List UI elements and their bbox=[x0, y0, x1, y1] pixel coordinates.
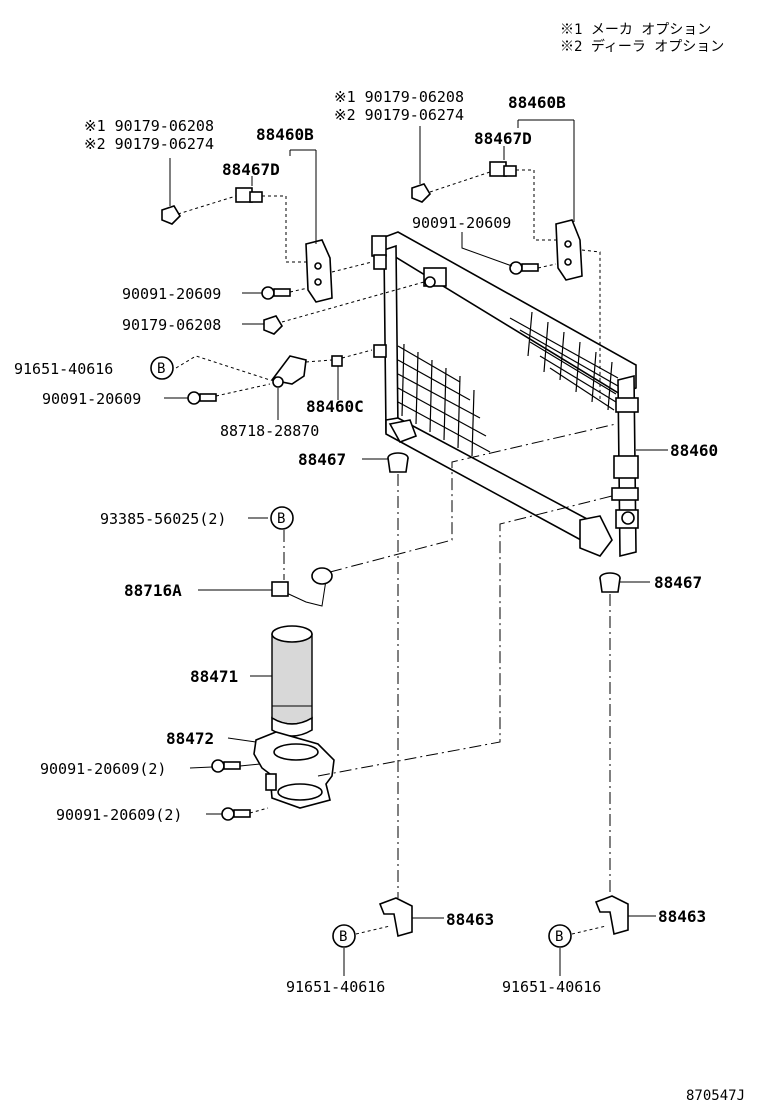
label-top-88467d: 88467D bbox=[474, 129, 532, 148]
circle-b-icon: B bbox=[150, 356, 174, 380]
label-top-opt2: ※2 90179-06274 bbox=[334, 106, 464, 124]
nut-option-top[interactable] bbox=[411, 183, 432, 203]
label-88460c: 88460C bbox=[306, 397, 364, 416]
condenser-fins-top bbox=[509, 311, 619, 411]
bolt-90091-left[interactable] bbox=[261, 286, 291, 300]
pipe-88718-28870[interactable] bbox=[270, 355, 343, 388]
label-88718: 88718-28870 bbox=[220, 422, 319, 440]
condenser-88460[interactable] bbox=[371, 231, 639, 558]
bolt-90091-lower-left[interactable] bbox=[187, 391, 217, 405]
label-left-nut: 90179-06208 bbox=[122, 316, 221, 334]
label-left-bolt2: 90091-20609 bbox=[42, 390, 141, 408]
rubber-88467d-top[interactable] bbox=[489, 161, 517, 177]
label-bolt4: 90091-20609(2) bbox=[56, 806, 182, 824]
label-91651-bottom-right: 91651-40616 bbox=[502, 978, 601, 996]
figure-id: 870547J bbox=[686, 1088, 745, 1104]
leader-lines bbox=[164, 119, 668, 976]
cushion-88467-left[interactable] bbox=[387, 452, 409, 473]
label-top-opt1: ※1 90179-06208 bbox=[334, 88, 464, 106]
label-bolt3: 90091-20609(2) bbox=[40, 760, 166, 778]
receiver-88471[interactable] bbox=[271, 625, 313, 737]
note-maker-option: ※1 メーカ オプション bbox=[560, 22, 711, 38]
label-left-opt2: ※2 90179-06274 bbox=[84, 135, 214, 153]
label-88716a: 88716A bbox=[124, 581, 182, 600]
label-88467-left: 88467 bbox=[298, 450, 346, 469]
bolt-90091-bottom[interactable] bbox=[221, 807, 251, 821]
nut-option-left[interactable] bbox=[161, 205, 182, 225]
svg-text:B: B bbox=[339, 929, 347, 945]
label-88472: 88472 bbox=[166, 729, 214, 748]
bracket-88472[interactable] bbox=[253, 731, 335, 809]
label-left-91651: 91651-40616 bbox=[14, 360, 113, 378]
bracket-88463-right[interactable] bbox=[594, 895, 629, 936]
label-88467-right: 88467 bbox=[654, 573, 702, 592]
bracket-88460b-left[interactable] bbox=[305, 239, 333, 303]
bolt-90091-mid[interactable] bbox=[211, 759, 241, 773]
label-93385: 93385-56025(2) bbox=[100, 510, 226, 528]
circle-b-icon: B bbox=[270, 506, 294, 530]
label-left-bolt: 90091-20609 bbox=[122, 285, 221, 303]
circle-b-icon: B bbox=[332, 924, 356, 948]
svg-text:B: B bbox=[157, 361, 165, 377]
label-88463-left: 88463 bbox=[446, 910, 494, 929]
bracket-88463-left[interactable] bbox=[378, 897, 413, 938]
condenser-fins-bottom bbox=[397, 343, 491, 457]
note-dealer-option: ※2 ディーラ オプション bbox=[560, 38, 724, 55]
label-88471: 88471 bbox=[190, 667, 238, 686]
label-88463-right: 88463 bbox=[658, 907, 706, 926]
svg-text:B: B bbox=[555, 929, 563, 945]
rubber-88467d-left[interactable] bbox=[235, 187, 263, 203]
circle-b-icon: B bbox=[548, 924, 572, 948]
label-top-bolt: 90091-20609 bbox=[412, 214, 511, 232]
label-left-88460b: 88460B bbox=[256, 125, 314, 144]
cushion-88467-right[interactable] bbox=[599, 572, 621, 593]
bolt-90091-top[interactable] bbox=[509, 261, 539, 275]
bracket-88460b-top[interactable] bbox=[555, 219, 583, 281]
nut-90179-left[interactable] bbox=[263, 315, 284, 335]
label-top-88460b: 88460B bbox=[508, 93, 566, 112]
label-left-88467d: 88467D bbox=[222, 160, 280, 179]
label-91651-bottom-left: 91651-40616 bbox=[286, 978, 385, 996]
label-left-opt1: ※1 90179-06208 bbox=[84, 117, 214, 135]
label-88460: 88460 bbox=[670, 441, 718, 460]
pipe-88716a[interactable] bbox=[271, 567, 333, 607]
svg-text:B: B bbox=[277, 511, 285, 527]
